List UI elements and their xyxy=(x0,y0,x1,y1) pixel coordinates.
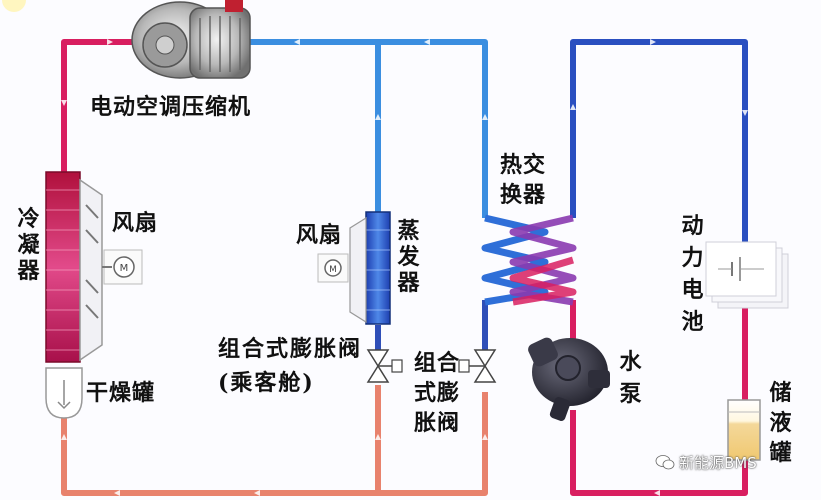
condenser-icon xyxy=(45,171,103,363)
expansion-valve-icon xyxy=(458,349,497,383)
svg-text:M: M xyxy=(120,263,129,274)
reservoir-label: 储液罐 xyxy=(769,380,793,466)
evaporator-label: 蒸发器 xyxy=(397,218,421,296)
fan-motor-left-icon: M xyxy=(102,249,143,285)
water-pump-label: 水泵 xyxy=(619,349,643,407)
expansion-valve-cabin-icon xyxy=(366,349,403,383)
compressor-label: 电动空调压缩机 xyxy=(90,94,252,120)
evaporator-icon xyxy=(349,211,391,325)
drier-icon xyxy=(45,367,83,419)
discharge-line xyxy=(61,39,140,172)
power-battery-icon xyxy=(705,241,789,309)
expansion-valve-label: 组合式膨胀阀 xyxy=(414,350,461,436)
wechat-icon xyxy=(655,455,675,470)
expansion-valve-cabin-label: 组合式膨胀阀(乘客舱) xyxy=(218,336,363,396)
condenser-label: 冷凝器 xyxy=(17,206,41,284)
watermark: 新能源BMS xyxy=(655,452,757,473)
water-pump-icon xyxy=(528,337,610,421)
compressor-icon xyxy=(131,0,251,79)
fan-motor-mid-icon: M xyxy=(317,253,349,283)
drier-label: 干燥罐 xyxy=(86,380,156,406)
liquid-line-bottom xyxy=(61,392,488,496)
heat-exchanger-label: 热交换器 xyxy=(500,152,547,208)
fan-left-label: 风扇 xyxy=(112,210,159,236)
flow-arrows xyxy=(61,39,748,496)
heat-exchanger-icon xyxy=(481,214,577,306)
coolant-line-top xyxy=(570,39,748,250)
corner-highlight xyxy=(2,0,26,12)
reservoir-icon xyxy=(727,399,761,461)
svg-text:M: M xyxy=(329,265,337,275)
suction-line xyxy=(250,39,488,218)
power-battery-label: 动力电池 xyxy=(681,213,705,335)
watermark-text: 新能源BMS xyxy=(679,454,757,472)
fan-mid-label: 风扇 xyxy=(296,222,343,248)
